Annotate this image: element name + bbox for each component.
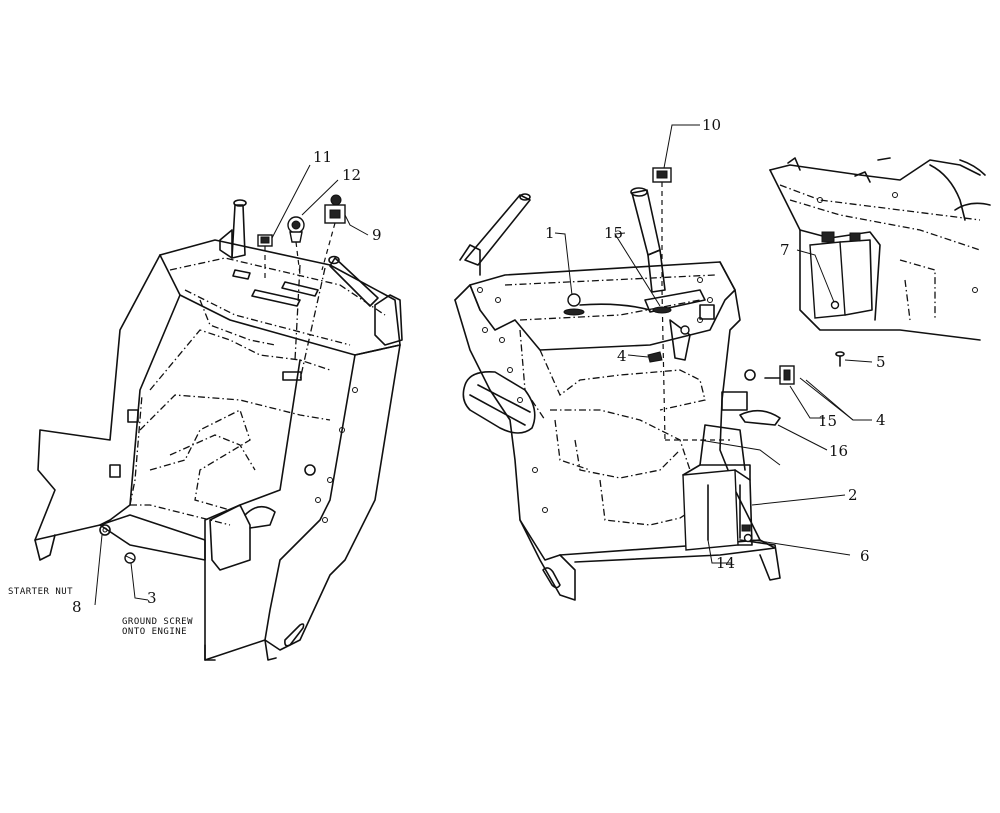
upper-right-frame-fragment: [769, 157, 991, 341]
part-8-starter-nut: [99, 524, 111, 536]
callout-2: 2: [848, 486, 858, 504]
callout-10: 10: [702, 116, 721, 134]
callout-3: 3: [147, 589, 157, 607]
callout-6: 6: [860, 547, 870, 565]
callout-5: 5: [876, 353, 886, 371]
callout-1: 1: [545, 224, 555, 242]
right-callout-leaders: [554, 124, 873, 564]
callout-14: 14: [716, 554, 735, 572]
part-7-solenoid: [809, 241, 846, 319]
callout-4-left: 4: [617, 347, 627, 365]
callout-9: 9: [372, 226, 382, 244]
callout-7: 7: [780, 241, 790, 259]
part-9-knob: [330, 194, 342, 206]
callout-11: 11: [313, 148, 332, 166]
part-6-fastener: [743, 533, 753, 543]
callout-16: 16: [829, 442, 848, 460]
callout-12: 12: [342, 166, 361, 184]
note-ground-screw-line2: ONTO ENGINE: [122, 627, 187, 637]
note-ground-screw-line1: GROUND SCREW: [122, 617, 193, 627]
part-1-bushing: [567, 293, 581, 307]
left-frame-assembly: [34, 194, 403, 661]
callout-8: 8: [72, 598, 82, 616]
part-14-box: [682, 469, 739, 551]
right-frame-assembly: [454, 167, 845, 601]
note-starter-nut: STARTER NUT: [8, 587, 73, 597]
callout-4-right: 4: [876, 411, 886, 429]
callout-15-lower: 15: [818, 412, 837, 430]
left-callout-leaders: [94, 164, 369, 606]
callout-15-upper: 15: [604, 224, 623, 242]
